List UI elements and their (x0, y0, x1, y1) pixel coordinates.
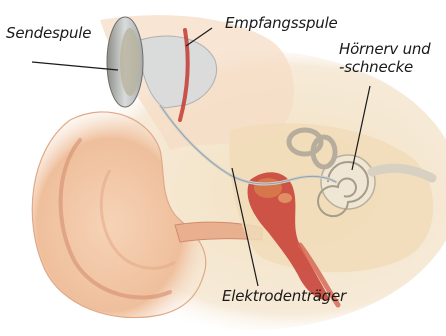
label-elektrodentraeger: Elektrodenträger (222, 288, 346, 305)
ossicle-small (278, 193, 292, 203)
label-empfangsspule: Empfangsspule (225, 15, 338, 32)
transmitter-coil (107, 17, 143, 107)
label-hoernerv-line1: Hörnerv und (339, 40, 431, 58)
label-hoernerv-line2: -schnecke (339, 58, 431, 76)
leader-sendespule (32, 62, 118, 70)
label-sendespule: Sendespule (6, 25, 91, 42)
label-hoernerv-und-schnecke: Hörnerv und -schnecke (339, 40, 431, 76)
ossicles (254, 178, 282, 198)
